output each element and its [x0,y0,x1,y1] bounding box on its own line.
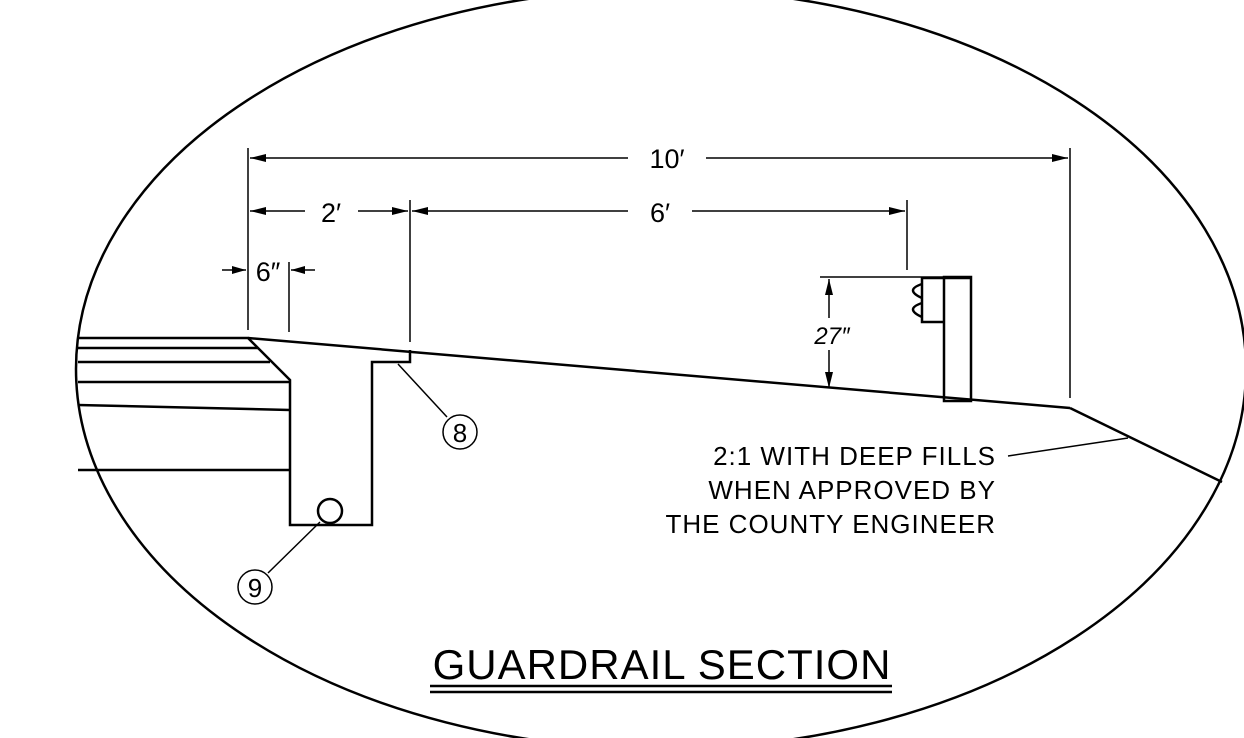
underdrain-pipe [316,497,344,525]
extension-lines [247,148,1071,398]
dimension-27in-label: 27″ [813,323,851,350]
callout-9-label: 9 [248,573,262,603]
guardrail-post [911,275,973,403]
pavement-layers [77,336,412,527]
detail-boundary-ellipse [74,0,1244,738]
slope-note-leader [1007,437,1129,457]
dimension-27in [825,279,833,388]
slope-note-line-2: WHEN APPROVED BY [708,475,996,505]
callout-8 [397,363,478,450]
dimension-6ft [412,207,905,215]
callout-8-label: 8 [453,418,467,448]
dimension-10ft [250,154,1068,162]
dimension-2ft-label: 2′ [321,198,341,228]
dimension-6ft-label: 6′ [650,198,670,228]
drawing-title: GUARDRAIL SECTION [433,641,892,688]
ground-line [247,336,1223,484]
dimension-6in-label: 6″ [256,257,281,287]
slope-note-line-1: 2:1 WITH DEEP FILLS [713,441,996,471]
dimension-2ft [250,207,408,215]
dimension-10ft-label: 10′ [649,144,684,174]
callout-9 [237,521,321,605]
slope-note-line-3: THE COUNTY ENGINEER [665,509,996,539]
dimension-6in [222,266,315,274]
